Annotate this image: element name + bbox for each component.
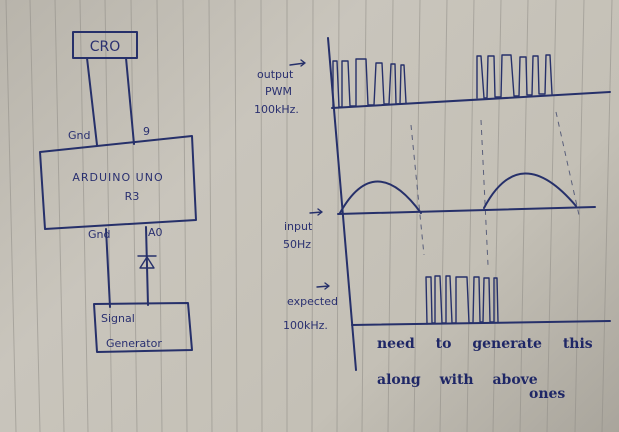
- paper-rule-lines: [5, 0, 613, 432]
- dashed-guides: [410, 111, 580, 266]
- cro-wires: [86, 57, 135, 146]
- output-label-2: PWM: [265, 85, 292, 98]
- signal-generator-line1: Signal: [101, 312, 135, 325]
- handwritten-note: need to generate this along with above o…: [377, 336, 593, 402]
- arduino-label-line1: ARDUINO UNO: [72, 171, 163, 184]
- arduino-box: ARDUINO UNO R3: [39, 135, 197, 230]
- note-line2: along with above: [377, 372, 538, 388]
- arrow-icon: [316, 282, 330, 290]
- signal-generator-line2: Generator: [106, 337, 162, 350]
- output-label-3: 100kHz.: [254, 103, 299, 116]
- cro-label: CRO: [90, 39, 121, 55]
- expected-label-2: 100kHz.: [283, 319, 328, 332]
- cro-box: CRO: [72, 31, 138, 59]
- pin-9: 9: [143, 125, 150, 138]
- pin-gnd-bottom: Gnd: [88, 228, 110, 241]
- pin-gnd-top: Gnd: [68, 129, 90, 142]
- output-pwm-waveform: output PWM 100kHz.: [254, 54, 611, 116]
- note-line3: ones: [529, 386, 565, 402]
- signal-generator-box: Signal Generator: [93, 302, 193, 353]
- arrow-icon: [289, 59, 306, 67]
- signal-wires: [105, 226, 149, 308]
- input-label-1: input: [284, 220, 313, 233]
- expected-label-1: expected: [287, 295, 338, 308]
- note-line1: need to generate this: [377, 336, 593, 352]
- output-label-1: output: [257, 68, 294, 81]
- pin-a0: A0: [148, 226, 163, 239]
- arrow-icon: [309, 208, 323, 216]
- input-sine-waveform: input 50Hz: [283, 172, 596, 251]
- arduino-label-line2: R3: [125, 190, 140, 203]
- input-label-2: 50Hz: [283, 238, 311, 251]
- expected-pwm-waveform: expected 100kHz.: [283, 275, 611, 332]
- diode-icon: [137, 255, 157, 269]
